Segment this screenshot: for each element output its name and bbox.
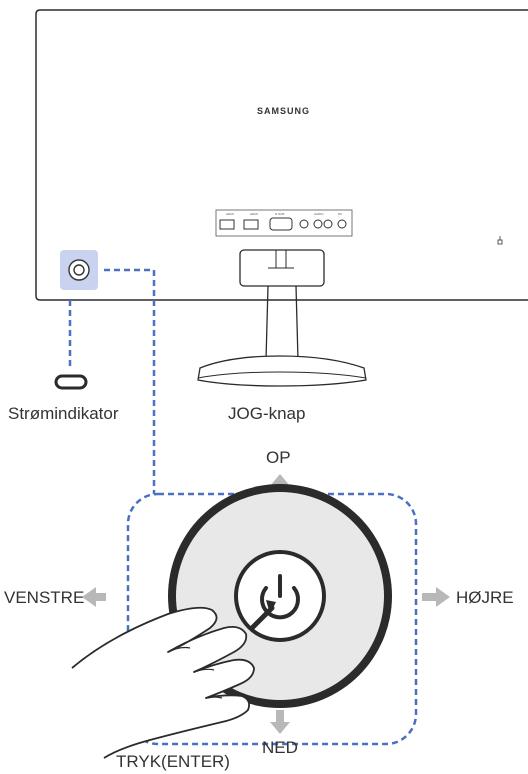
- direction-left-label: VENSTRE: [4, 588, 85, 607]
- jog-button-highlight: [60, 250, 98, 290]
- port-panel: HDMI HDMI D-SUB AUDIO DC: [215, 209, 353, 237]
- brand-logo: SAMSUNG: [257, 106, 311, 116]
- svg-text:D-SUB: D-SUB: [275, 212, 284, 216]
- direction-right-label: HØJRE: [456, 588, 514, 607]
- svg-text:DC: DC: [338, 212, 343, 216]
- press-enter-label: TRYK(ENTER): [116, 752, 230, 771]
- power-icon: [260, 574, 300, 620]
- power-indicator-callout: [54, 300, 88, 390]
- arrow-left-icon: [82, 587, 106, 607]
- direction-down-label: NED: [262, 738, 298, 757]
- arrow-right-icon: [422, 587, 450, 607]
- direction-up-label: OP: [266, 448, 291, 467]
- svg-text:AUDIO: AUDIO: [314, 212, 324, 216]
- press-arrow-icon: [249, 600, 276, 631]
- monitor-stand: [197, 249, 367, 387]
- arrow-down-icon: [270, 710, 290, 734]
- lock-icon: [497, 236, 503, 245]
- monitor-body: [35, 9, 528, 301]
- hand-illustration: [71, 606, 255, 759]
- svg-text:HDMI: HDMI: [250, 212, 258, 216]
- svg-text:HDMI: HDMI: [226, 212, 234, 216]
- power-indicator-label: Strømindikator: [8, 404, 119, 423]
- jog-button-label: JOG-knap: [228, 404, 306, 423]
